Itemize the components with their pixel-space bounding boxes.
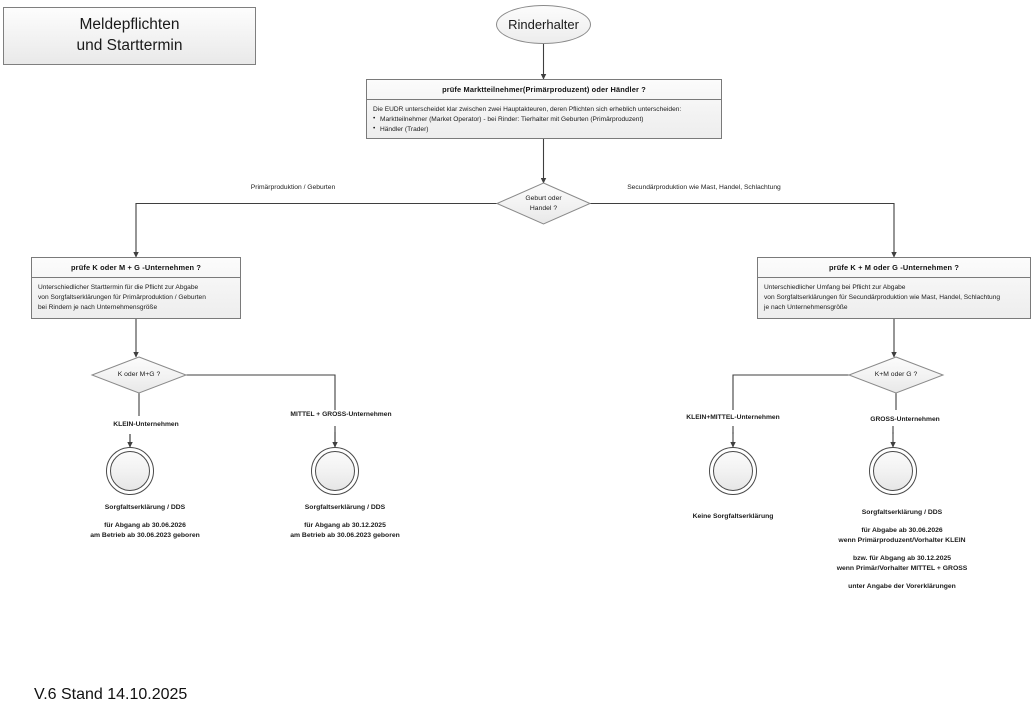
- decision-left-k-oder-mg[interactable]: K oder M+G ?: [92, 357, 186, 393]
- outcome-klein-line-1: für Abgang ab 30.06.2026: [104, 521, 186, 529]
- outcome-mittel-gross-caption: Sorgfaltserklärung / DDS für Abgang ab 3…: [290, 503, 400, 542]
- process-main-body: Die EUDR unterscheidet klar zwischen zwe…: [367, 100, 721, 139]
- end-node-mittel-gross-inner-ring: [315, 451, 355, 491]
- end-node-mittel-gross[interactable]: [311, 447, 359, 495]
- end-node-klein-inner-ring: [110, 451, 150, 491]
- decision-right-label: K+M oder G ?: [874, 371, 918, 379]
- end-node-klein[interactable]: [106, 447, 154, 495]
- process-left-k-oder-mg[interactable]: prüfe K oder M + G -Unternehmen ? Unters…: [31, 257, 241, 319]
- decision-main-label: Geburt oder Handel ?: [497, 183, 590, 224]
- process-main-header: prüfe Marktteilnehmer(Primärproduzent) o…: [367, 80, 721, 100]
- outcome-mittel-gross-line-1: für Abgang ab 30.12.2025: [304, 521, 386, 529]
- decision-main-line-1: Geburt oder: [525, 195, 562, 203]
- outcome-klein-caption: Sorgfaltserklärung / DDS für Abgang ab 3…: [90, 503, 200, 542]
- outcome-mittel-gross-line-2: am Betrieb ab 30.06.2023 geboren: [290, 532, 400, 540]
- end-node-keine[interactable]: [709, 447, 757, 495]
- branch-label-secundaerproduktion: Secundärproduktion wie Mast, Handel, Sch…: [627, 184, 781, 191]
- edge-rightdec-km-a: [732, 374, 849, 410]
- process-main-bullet-list: Marktteilnehmer (Market Operator) - bei …: [373, 114, 715, 135]
- process-right-line-2: von Sorgfaltserklärungen für Secundärpro…: [764, 293, 1001, 301]
- outcome-gross-title: Sorgfaltserklärung / DDS: [861, 509, 943, 516]
- process-left-line-3: bei Rindern je nach Unternehmensgröße: [38, 303, 158, 311]
- decision-left-label: K oder M+G ?: [117, 371, 161, 379]
- outcome-keine-caption: Keine Sorgfaltserklärung: [693, 512, 774, 523]
- process-main-intro: Die EUDR unterscheidet klar zwischen zwe…: [373, 106, 682, 113]
- start-node-label: Rinderhalter: [508, 17, 579, 32]
- title-line-1: Meldepflichten: [79, 16, 180, 34]
- process-left-line-2: von Sorgfaltserklärungen für Primärprodu…: [38, 293, 206, 301]
- decision-left-shape: [90, 356, 188, 394]
- decision-main-geburt-oder-handel[interactable]: Geburt oder Handel ?: [497, 183, 590, 224]
- branch-label-klein-unternehmen: KLEIN-Unternehmen: [113, 421, 179, 428]
- branch-label-primaerproduktion: Primärproduktion / Geburten: [250, 184, 336, 191]
- process-left-body: Unterschiedlicher Starttermin für die Pf…: [32, 278, 240, 317]
- edge-leftdec-mg-a: [186, 374, 336, 410]
- process-right-line-1: Unterschiedlicher Umfang bei Pflicht zur…: [764, 284, 906, 291]
- decision-right-shape: [847, 356, 945, 394]
- end-node-gross-inner-ring: [873, 451, 913, 491]
- process-right-line-3: je nach Unternehmensgröße: [764, 303, 848, 311]
- process-main-marktteilnehmer[interactable]: prüfe Marktteilnehmer(Primärproduzent) o…: [366, 79, 722, 139]
- branch-label-gross-unternehmen: GROSS-Unternehmen: [870, 416, 940, 423]
- process-right-body: Unterschiedlicher Umfang bei Pflicht zur…: [758, 278, 1030, 317]
- outcome-klein-line-2: am Betrieb ab 30.06.2023 geboren: [90, 532, 200, 540]
- process-main-bullet-1: Marktteilnehmer (Market Operator) - bei …: [373, 114, 715, 125]
- end-node-keine-inner-ring: [713, 451, 753, 491]
- process-right-km-oder-g[interactable]: prüfe K + M oder G -Unternehmen ? Unters…: [757, 257, 1031, 319]
- start-node-rinderhalter[interactable]: Rinderhalter: [496, 5, 591, 44]
- outcome-gross-line-3: bzw. für Abgang ab 30.12.2025: [852, 554, 952, 562]
- decision-main-line-2: Handel ?: [529, 204, 558, 212]
- title-box: Meldepflichten und Starttermin: [3, 7, 256, 65]
- edge-decision-right: [590, 202, 897, 258]
- edge-decision-left: [133, 202, 497, 258]
- branch-label-klein-mittel-unternehmen: KLEIN+MITTEL-Unternehmen: [686, 414, 780, 421]
- process-main-bullet-2: Händler (Trader): [373, 124, 715, 135]
- end-node-gross[interactable]: [869, 447, 917, 495]
- outcome-keine-title: Keine Sorgfaltserklärung: [692, 513, 774, 520]
- process-left-line-1: Unterschiedlicher Starttermin für die Pf…: [38, 284, 199, 291]
- decision-right-km-oder-g[interactable]: K+M oder G ?: [849, 357, 943, 393]
- process-right-header: prüfe K + M oder G -Unternehmen ?: [758, 258, 1030, 278]
- outcome-gross-line-4: wenn Primär/Vorhalter MITTEL + GROSS: [836, 565, 968, 573]
- branch-label-mittel-gross-unternehmen: MITTEL + GROSS-Unternehmen: [290, 411, 392, 418]
- outcome-gross-line-2: wenn Primärproduzent/Vorhalter KLEIN: [838, 537, 966, 545]
- outcome-gross-line-1: für Abgabe ab 30.06.2026: [861, 526, 943, 534]
- title-line-2: und Starttermin: [76, 37, 183, 54]
- decision-main-shape: [495, 182, 592, 225]
- footer-version-stamp: V.6 Stand 14.10.2025: [34, 686, 188, 703]
- process-left-header: prüfe K oder M + G -Unternehmen ?: [32, 258, 240, 278]
- outcome-gross-line-5: unter Angabe der Vorerklärungen: [848, 582, 956, 590]
- outcome-gross-caption: Sorgfaltserklärung / DDS für Abgabe ab 3…: [837, 508, 968, 592]
- outcome-klein-title: Sorgfaltserklärung / DDS: [104, 504, 186, 511]
- outcome-mittel-gross-title: Sorgfaltserklärung / DDS: [304, 504, 386, 511]
